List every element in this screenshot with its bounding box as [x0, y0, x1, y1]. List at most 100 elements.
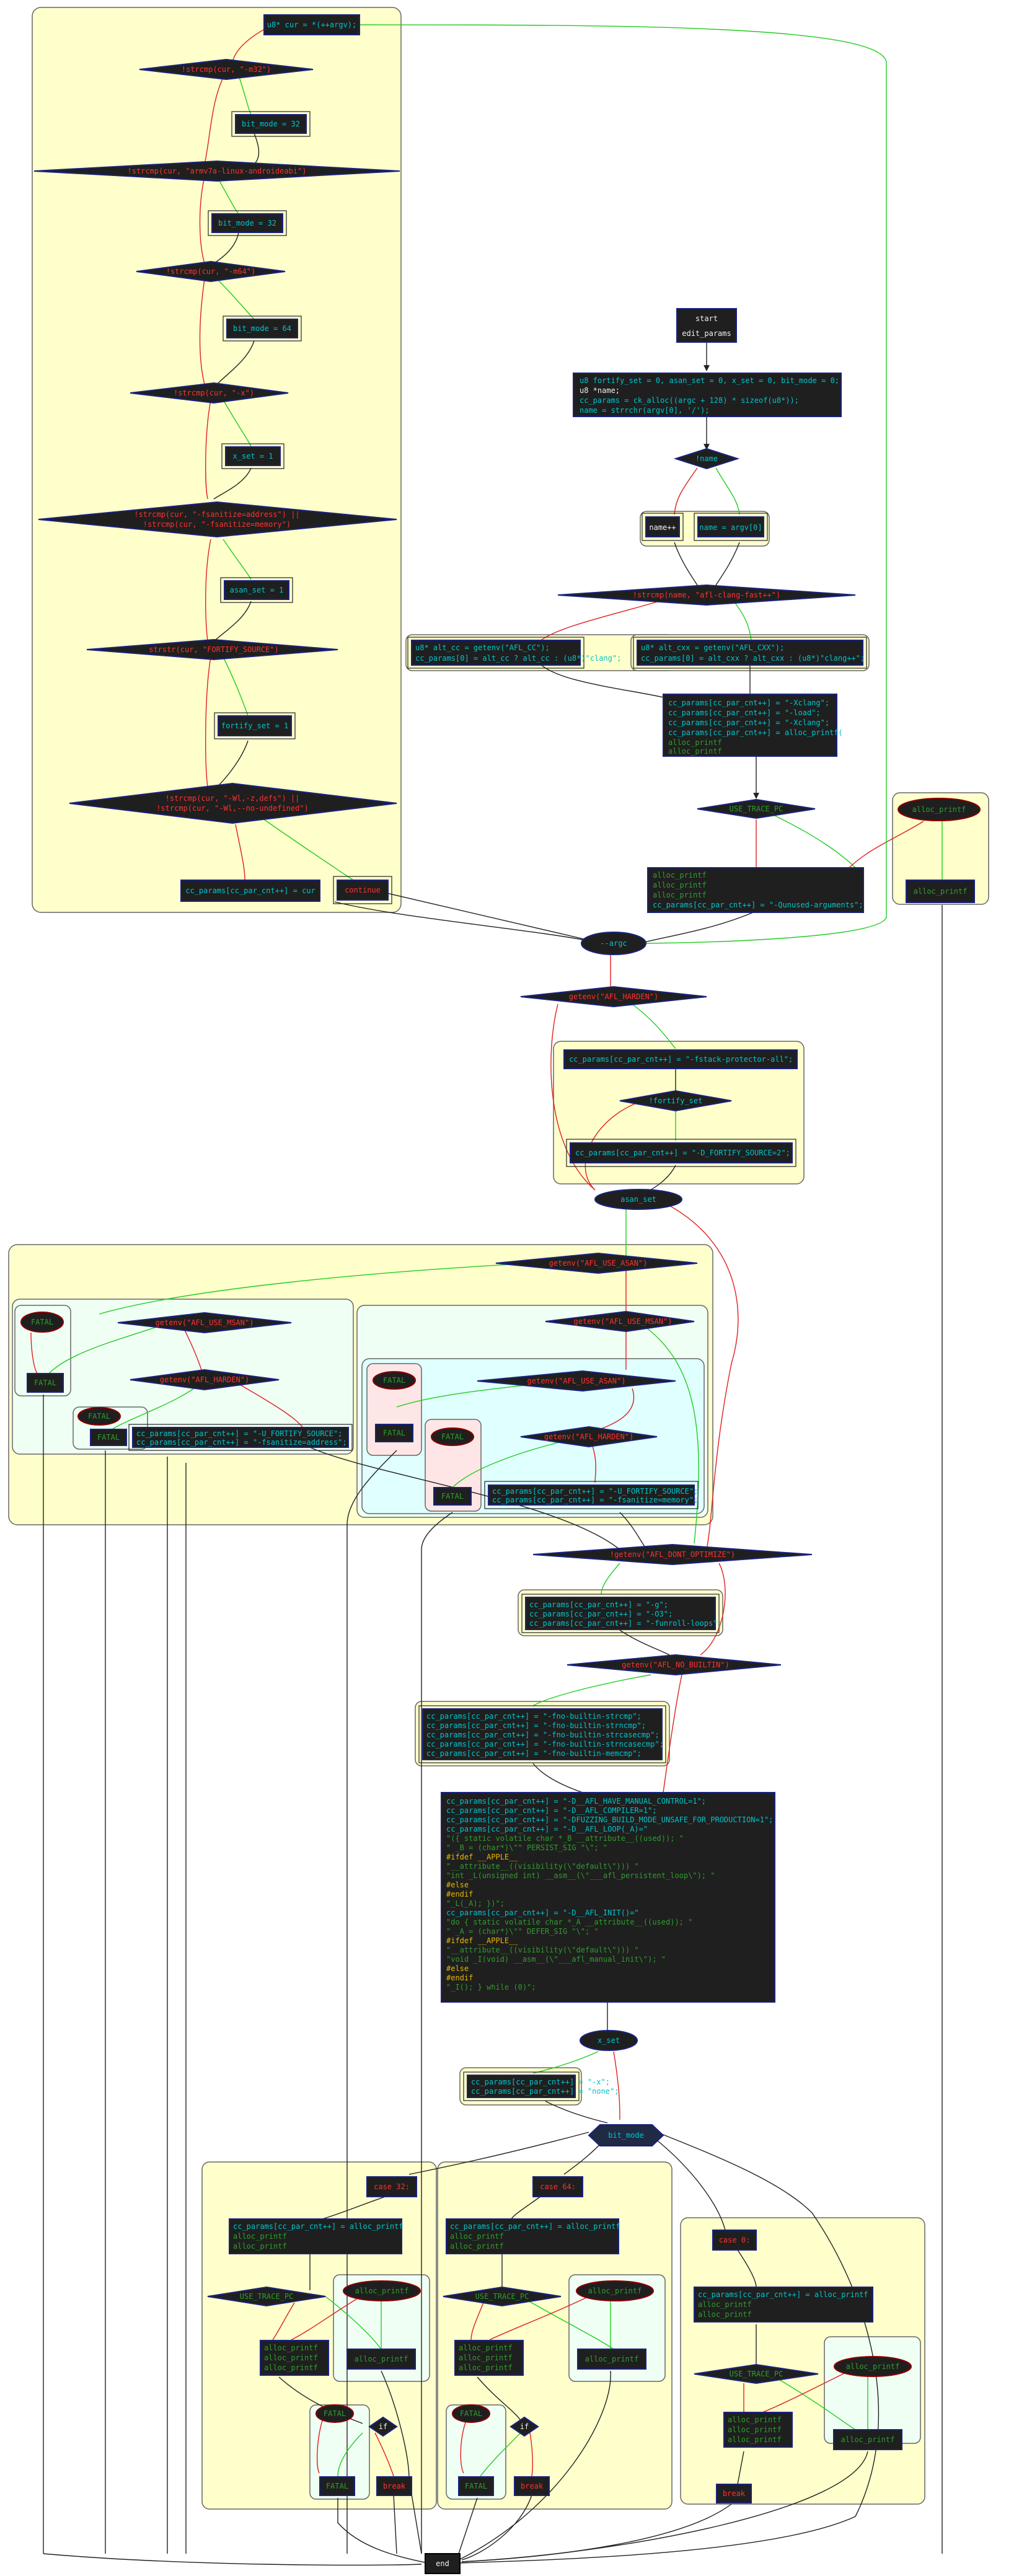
bit32b-label: bit_mode = 32	[218, 219, 276, 227]
use-asan-r-label: getenv("AFL_USE_ASAN")	[527, 1377, 626, 1385]
end-label: end	[436, 2559, 449, 2568]
case64-ap-ellipse-label: alloc_printf	[588, 2287, 642, 2295]
big-19: #endif	[446, 1974, 473, 1982]
big-9: #else	[446, 1881, 469, 1889]
xclang-2: cc_params[cc_par_cnt++] = "-load";	[668, 708, 821, 717]
cmp-m32: !strcmp(cur, "-m32")	[139, 58, 314, 81]
bit32a-node: bit_mode = 32	[231, 111, 311, 137]
c32-b: alloc_printf	[233, 2232, 287, 2241]
fortset-label: fortify_set = 1	[221, 721, 288, 730]
init-decl3: cc_params = ck_alloc((argc + 128) * size…	[580, 396, 799, 405]
case0-ap3-2: alloc_printf	[728, 2425, 782, 2434]
alloc-printf-right-label: alloc_printf	[914, 887, 968, 896]
case32-trace-diamond: USE_TRACE_PC	[207, 2286, 326, 2307]
case32-label: case 32:	[374, 2182, 410, 2191]
use-trace-label: USE_TRACE_PC	[730, 805, 783, 813]
c64-b: alloc_printf	[450, 2232, 504, 2241]
use-msan-r-label: getenv("AFL_USE_MSAN")	[574, 1317, 673, 1326]
case32-ap3-1: alloc_printf	[264, 2344, 318, 2352]
no-builtin-diamond: getenv("AFL_NO_BUILTIN")	[567, 1654, 782, 1676]
case0-ap-ellipse-label: alloc_printf	[846, 2362, 900, 2371]
xnone-node: cc_params[cc_par_cnt++] = "-x"; cc_param…	[463, 2071, 619, 2101]
big-7: "__attribute__((visibility(\"default\"))…	[446, 1862, 639, 1871]
fatal-rb-node-label: FATAL	[441, 1492, 464, 1501]
x-set-ellipse: x_set	[580, 2030, 638, 2051]
case0-ap-node: alloc_printf	[833, 2429, 902, 2450]
use-msan-l-diamond: getenv("AFL_USE_MSAN")	[117, 1312, 292, 1334]
qunused-block: alloc_printf alloc_printf alloc_printf c…	[647, 867, 864, 913]
fatal-rb-node: FATAL	[433, 1487, 472, 1506]
dont-opt-diamond: !getenv("AFL_DONT_OPTIMIZE")	[532, 1543, 813, 1566]
fatal-ra-node: FATAL	[375, 1424, 413, 1442]
big-0: cc_params[cc_par_cnt++] = "-D__AFL_HAVE_…	[446, 1797, 706, 1806]
case32-ap3-3: alloc_printf	[264, 2363, 318, 2372]
uf-msan-node: cc_params[cc_par_cnt++] = "-U_FORTIFY_SO…	[484, 1481, 699, 1509]
asan-set-ellipse: asan_set	[594, 1189, 682, 1210]
bit32b-node: bit_mode = 32	[208, 210, 287, 236]
xclang-1: cc_params[cc_par_cnt++] = "-Xclang";	[668, 699, 829, 707]
no-builtin-label: getenv("AFL_NO_BUILTIN")	[622, 1661, 729, 1669]
cmp-wl-1: !strcmp(cur, "-Wl,-z,defs") ||	[165, 794, 300, 803]
cmp-m64-label: !strcmp(cur, "-m64")	[166, 267, 256, 276]
case32-if-diamond: if	[368, 2416, 398, 2437]
harden-diamond: getenv("AFL_HARDEN")	[520, 986, 707, 1008]
nb-1: cc_params[cc_par_cnt++] = "-fno-builtin-…	[426, 1712, 642, 1721]
case0-break-label: break	[723, 2489, 746, 2498]
ap-1: alloc_printf	[653, 871, 707, 880]
cluster-trace-pc	[892, 792, 989, 905]
nb-2: cc_params[cc_par_cnt++] = "-fno-builtin-…	[426, 1721, 646, 1730]
big-10: #endif	[446, 1890, 473, 1899]
nb-4: cc_params[cc_par_cnt++] = "-fno-builtin-…	[426, 1740, 664, 1749]
stack-prot-node: cc_params[cc_par_cnt++] = "-fstack-prote…	[563, 1049, 798, 1069]
clang-cc-2: cc_params[0] = alt_cc ? alt_cc : (u8*)"c…	[415, 654, 621, 663]
not-name-diamond: !name	[673, 448, 740, 470]
use-msan-r-diamond: getenv("AFL_USE_MSAN")	[545, 1310, 695, 1333]
case32-fatal-ellipse: FATAL	[315, 2404, 354, 2423]
ap-2: alloc_printf	[653, 881, 707, 889]
case64-ap3: alloc_printf alloc_printf alloc_printf	[454, 2340, 524, 2376]
xn-1: cc_params[cc_par_cnt++] = "-x";	[471, 2078, 610, 2086]
xclang-3: cc_params[cc_par_cnt++] = "-Xclang";	[668, 718, 829, 727]
bit64-label: bit_mode = 64	[233, 324, 291, 333]
uf-4: cc_params[cc_par_cnt++] = "-fsanitize=me…	[492, 1496, 698, 1504]
big-15: #ifdef __APPLE__	[446, 1936, 518, 1945]
case0-ap-ellipse: alloc_printf	[834, 2356, 912, 2377]
case64-ap-ellipse: alloc_printf	[576, 2280, 654, 2301]
fatal-l-ellipse: FATAL	[20, 1312, 64, 1333]
init-decl1: u8 fortify_set = 0, asan_set = 0, x_set …	[580, 376, 839, 385]
asan-set-label: asan_set	[620, 1195, 656, 1204]
case0-label: case 0:	[719, 2236, 751, 2244]
case64-ap-node-label: alloc_printf	[585, 2355, 639, 2363]
use-trace-diamond: USE_TRACE_PC	[697, 798, 816, 819]
cmp-wl: !strcmp(cur, "-Wl,-z,defs") || !strcmp(c…	[69, 782, 397, 824]
alloc-printf-ellipse: alloc_printf	[898, 798, 981, 821]
nb-5: cc_params[cc_par_cnt++] = "-fno-builtin-…	[426, 1749, 642, 1758]
use-asan-diamond: getenv("AFL_USE_ASAN")	[495, 1252, 698, 1274]
clang-cxx-2: cc_params[0] = alt_cxx ? alt_cxx : (u8*)…	[641, 654, 865, 663]
case0-break: break	[716, 2484, 752, 2503]
opt-2: cc_params[cc_par_cnt++] = "-O3";	[529, 1610, 673, 1618]
alloc-printf-right: alloc_printf	[906, 880, 975, 903]
case32-ap-node-label: alloc_printf	[355, 2355, 408, 2363]
case0-ap3: alloc_printf alloc_printf alloc_printf	[723, 2412, 793, 2448]
fortify2-label: cc_params[cc_par_cnt++] = "-D_FORTIFY_SO…	[575, 1149, 790, 1157]
edit-params-label: edit_params	[682, 329, 731, 338]
cmp-clang-label: !strcmp(name, "afl-clang-fast++")	[633, 591, 780, 599]
uf-3: cc_params[cc_par_cnt++] = "-U_FORTIFY_SO…	[492, 1487, 698, 1496]
opt-1: cc_params[cc_par_cnt++] = "-g";	[529, 1600, 668, 1609]
init-block: u8 fortify_set = 0, asan_set = 0, x_set …	[573, 373, 842, 417]
name-argv-node: name = argv[0]	[694, 513, 768, 541]
qunused: cc_params[cc_par_cnt++] = "-Qunused-argu…	[653, 901, 863, 909]
init-decl2: u8 *name;	[580, 386, 620, 395]
case0-ap3-3: alloc_printf	[728, 2435, 782, 2444]
loop-head: u8* cur = *(++argv);	[263, 14, 360, 35]
case0-block: cc_params[cc_par_cnt++] = alloc_printf a…	[694, 2287, 873, 2322]
defines-block: cc_params[cc_par_cnt++] = "-D__AFL_HAVE_…	[441, 1792, 775, 2003]
case64-fatal-label: FATAL	[460, 2409, 482, 2418]
case32-fatal-node-label: FATAL	[326, 2482, 348, 2490]
alloc-printf-ellipse-label: alloc_printf	[912, 805, 966, 814]
cmp-fortify-label: strstr(cur, "FORTIFY_SOURCE")	[149, 645, 279, 654]
name-pp-label: name++	[649, 523, 676, 532]
opt-node: cc_params[cc_par_cnt++] = "-g"; cc_param…	[521, 1594, 722, 1633]
